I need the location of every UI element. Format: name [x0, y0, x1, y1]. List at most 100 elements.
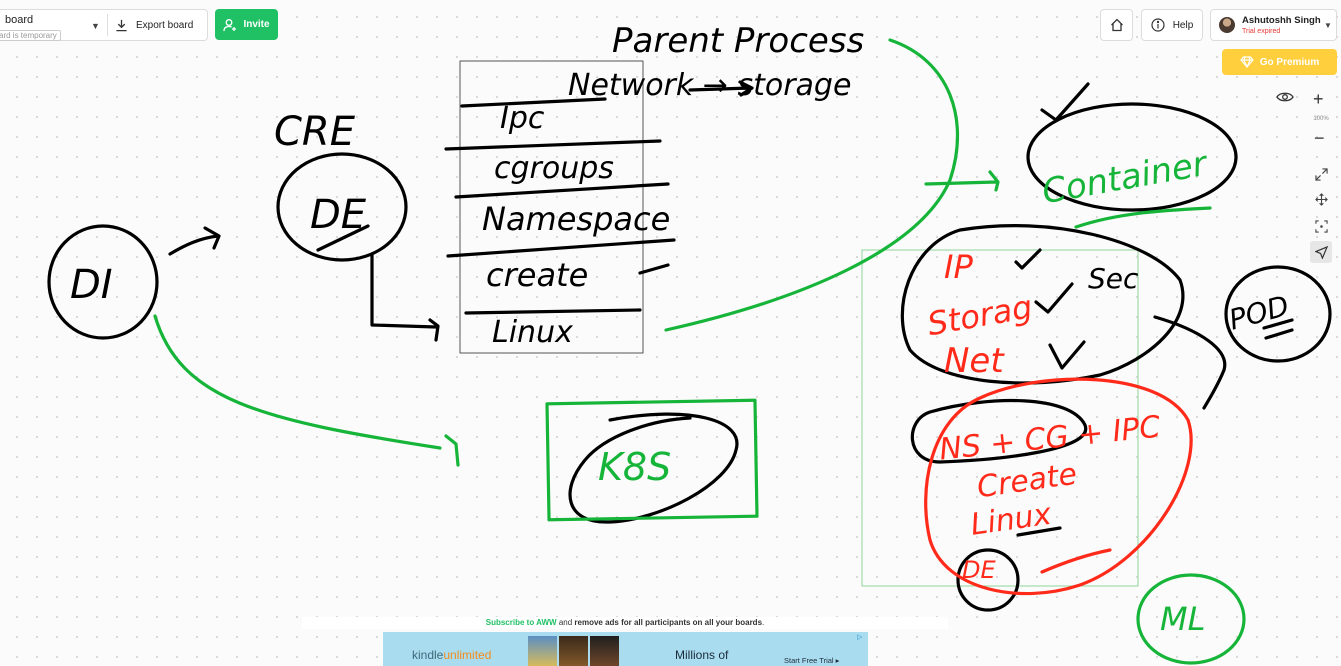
label-pod-storage: Storag: [925, 288, 1036, 344]
label-k8s: K8S: [598, 445, 671, 489]
list-rule-2: [444, 139, 662, 151]
list-rule-4: [446, 238, 676, 258]
ad-brand-unlimited: unlimited: [443, 648, 492, 662]
red-pod-outline: [924, 377, 1193, 596]
info-icon: [1151, 18, 1165, 32]
green-curve-di-k8s: [153, 314, 460, 467]
de-black-circle: [956, 548, 1020, 612]
green-curve-linux-container: [664, 38, 959, 332]
pod-black-outline: [900, 224, 1185, 385]
k8s-box: [545, 398, 759, 522]
label-create: create: [486, 256, 588, 294]
selection-box-text: [459, 60, 644, 354]
zoom-in-button[interactable]: +: [1313, 89, 1324, 109]
navigation-arrow-icon: [1314, 245, 1328, 259]
label-parent-process: Parent Process: [612, 21, 864, 61]
label-network-storage: Network → storage: [568, 68, 851, 103]
pod-equals: [1262, 318, 1294, 340]
go-premium-label: Go Premium: [1259, 56, 1320, 68]
ad-banner[interactable]: kindleunlimited Millions of Start Free T…: [383, 632, 868, 666]
ad-brand: kindleunlimited: [412, 648, 491, 662]
linux-underline: [1016, 526, 1062, 537]
ad-cta[interactable]: Start Free Trial ▸: [784, 656, 840, 665]
di-circle: [47, 224, 159, 340]
zoom-out-button[interactable]: −: [1314, 128, 1325, 148]
list-strike: [638, 263, 670, 275]
export-board-button[interactable]: Export board: [115, 10, 193, 40]
add-user-icon: [223, 18, 237, 31]
subscribe-period: .: [762, 618, 765, 627]
arrow-di-de: [168, 226, 221, 256]
help-button[interactable]: Help: [1141, 9, 1203, 41]
pod-connector: [1153, 315, 1227, 410]
red-arrow: [1040, 548, 1112, 574]
eye-icon[interactable]: [1276, 90, 1294, 104]
expand-icon: [1314, 167, 1328, 181]
label-cgroups: cgroups: [494, 151, 614, 186]
arrow-network-storage: [688, 80, 754, 97]
check-ip: [1014, 248, 1042, 270]
container-tick: [1040, 82, 1090, 122]
go-premium-button[interactable]: Go Premium: [1222, 49, 1337, 75]
container-ellipse: [1026, 102, 1238, 212]
move-icon: [1314, 192, 1328, 206]
pan-tool-button[interactable]: [1310, 188, 1332, 210]
user-menu[interactable]: Ashutoshh Singh Trial expired ▼: [1210, 9, 1337, 41]
ad-info-icon[interactable]: ▷: [857, 634, 863, 641]
check-arrow-down: [1048, 340, 1086, 370]
check-storage: [1034, 282, 1074, 314]
select-area-button[interactable]: [1310, 215, 1332, 237]
invite-button[interactable]: Invite: [215, 9, 278, 40]
export-board-label: Export board: [136, 19, 194, 31]
label-red-create: Create: [975, 457, 1079, 506]
zoom-level: 100%: [1313, 116, 1329, 122]
label-pod: POD: [1225, 289, 1292, 337]
home-icon: [1110, 18, 1123, 32]
arrow-de-linux: [370, 252, 440, 342]
board-name[interactable]: board: [5, 14, 34, 26]
home-button[interactable]: [1100, 9, 1133, 41]
label-ns-cg-ipc: NS + CG + IPC: [938, 410, 1162, 468]
label-de: DE: [310, 192, 367, 238]
label-ipc: Ipc: [500, 101, 545, 136]
avatar: [1219, 17, 1235, 33]
ns-ellipse: [910, 398, 1088, 464]
chevron-down-icon: ▼: [1324, 21, 1332, 30]
board-toolbar: board ard is temporary ▼ Export board: [0, 9, 208, 41]
ad-book-cover: [528, 636, 557, 666]
ad-headline: Millions of: [675, 648, 729, 662]
de-circle: [276, 152, 408, 262]
list-rule-1: [460, 97, 607, 108]
ad-book-covers: [528, 636, 619, 666]
trial-status: Trial expired: [1242, 28, 1281, 35]
toolbar-divider: [107, 14, 108, 36]
diamond-icon: [1239, 56, 1254, 68]
list-rule-5: [464, 308, 642, 315]
board-temporary-note: ard is temporary: [0, 30, 61, 41]
pod-circle: [1224, 265, 1332, 363]
label-di: DI: [70, 262, 113, 308]
label-cre: CRE: [274, 109, 356, 155]
board-dropdown-icon[interactable]: ▼: [91, 21, 100, 31]
download-icon: [116, 19, 127, 31]
help-label: Help: [1172, 19, 1194, 31]
label-pod-ip: IP: [944, 248, 973, 286]
label-red-de: DE: [962, 556, 996, 584]
green-arrow-to-container: [924, 170, 1000, 192]
container-underline: [1074, 206, 1212, 229]
ad-brand-kindle: kindle: [412, 648, 444, 662]
selection-box-pod: [861, 249, 1139, 587]
subscribe-link[interactable]: Subscribe to AWW: [485, 618, 557, 627]
subscribe-and: and: [558, 618, 573, 627]
pointer-tool-button[interactable]: [1310, 241, 1332, 263]
subscribe-notice: Subscribe to AWW and remove ads for all …: [302, 617, 948, 629]
ad-book-cover: [590, 636, 619, 666]
list-rule-3: [454, 182, 670, 199]
fit-screen-button[interactable]: [1310, 163, 1332, 185]
selection-icon: [1314, 219, 1328, 233]
user-name: Ashutoshh Singh: [1242, 15, 1321, 26]
label-pod-net: Net: [944, 341, 1005, 381]
invite-label: Invite: [243, 19, 270, 30]
label-namespace: Namespace: [482, 200, 670, 238]
